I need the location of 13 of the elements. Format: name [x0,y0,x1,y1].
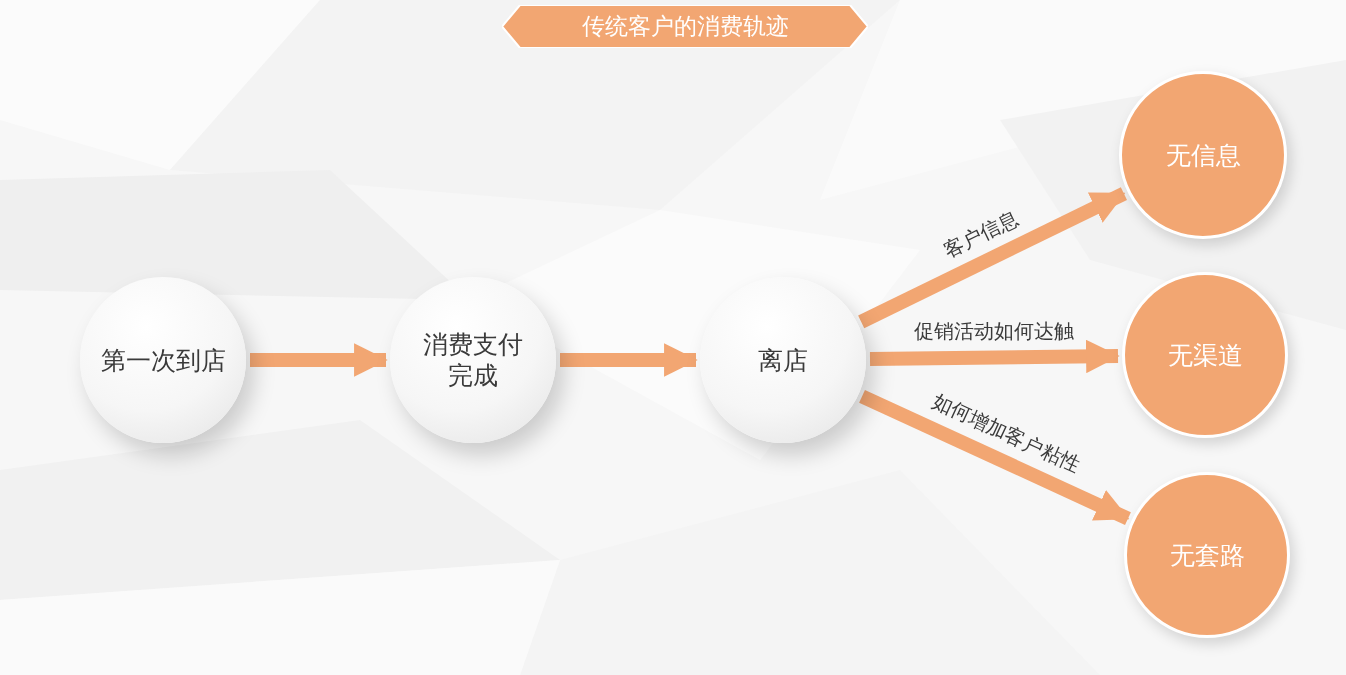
arrow [250,343,388,377]
step-circle: 消费支付完成 [390,277,556,443]
result-circle: 无套路 [1124,472,1290,638]
edge-label: 促销活动如何达触 [913,318,1074,345]
arrow [869,339,1120,374]
arrow [858,187,1127,329]
title-banner: 传统客户的消费轨迹 [502,5,868,48]
edge-label: 如何增加客户粘性 [927,388,1085,480]
arrow [859,390,1131,525]
result-circle: 无渠道 [1122,272,1288,438]
step-circle: 第一次到店 [80,277,246,443]
arrow [560,343,698,377]
edge-label: 客户信息 [939,204,1023,264]
